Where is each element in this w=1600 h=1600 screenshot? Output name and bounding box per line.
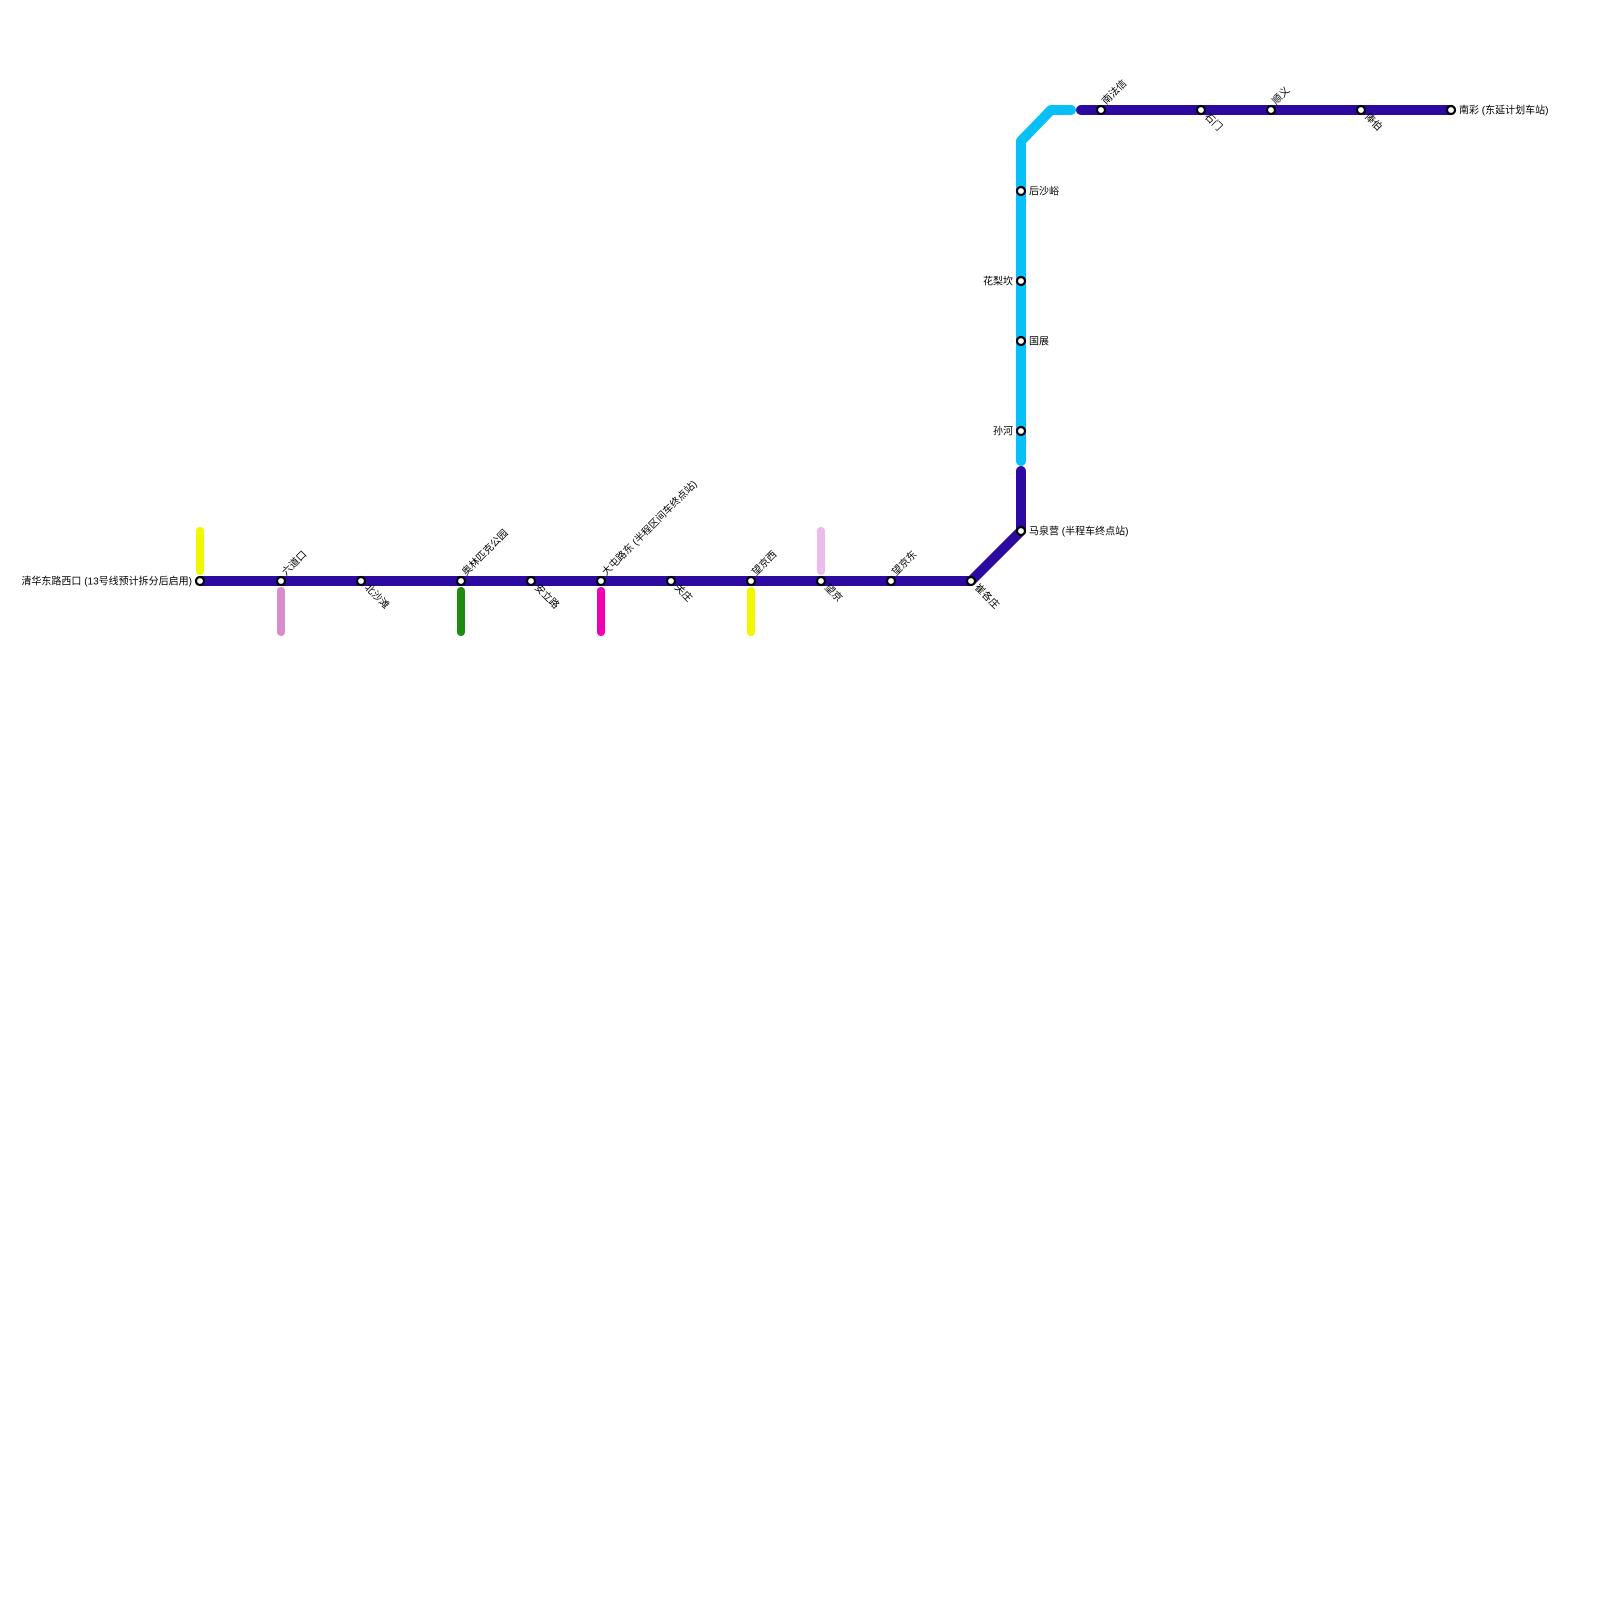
station-node-liudaokou[interactable] [275,575,287,587]
station-node-guozhan[interactable] [1015,335,1027,347]
station-label-guozhan: 国展 [1029,336,1049,348]
station-node-nancai[interactable] [1445,104,1457,116]
station-node-shunyi[interactable] [1265,104,1277,116]
station-node-aolinpike-gongyuan[interactable] [455,575,467,587]
station-node-houshayu[interactable] [1015,185,1027,197]
interchange-stubs [196,527,825,636]
station-node-guanzhuang[interactable] [665,575,677,587]
station-node-qinghuadonglu-xikou[interactable] [194,575,206,587]
station-node-wangjing[interactable] [815,575,827,587]
station-node-shimen[interactable] [1195,104,1207,116]
station-node-wangjing-dong[interactable] [885,575,897,587]
main-line-west-section [195,466,1026,586]
station-label-hualikan: 花梨坎 [983,275,1013,288]
station-label-qinghuadonglu-xikou: 清华东路西口 (13号线预计拆分后启用) [21,575,192,588]
station-node-cuigezhuang[interactable] [965,575,977,587]
station-label-houshayu: 后沙峪 [1029,186,1059,198]
station-label-sunhe: 孙河 [993,425,1013,438]
station-node-beishatan[interactable] [355,575,367,587]
station-node-fengbo[interactable] [1355,104,1367,116]
station-node-hualikan[interactable] [1015,275,1027,287]
station-node-datunlu-dong[interactable] [595,575,607,587]
station-node-wangjing-xi[interactable] [745,575,757,587]
station-nodes [194,104,1457,587]
station-node-maquanying[interactable] [1015,525,1027,537]
station-label-nancai: 南彩 (东延计划车站) [1459,104,1548,117]
station-node-anlilu[interactable] [525,575,537,587]
station-label-maquanying: 马泉营 (半程车终点站) [1029,525,1128,538]
station-node-sunhe[interactable] [1015,425,1027,437]
branch-line-airport-section [1016,105,1076,466]
station-node-nanfaxin[interactable] [1095,104,1107,116]
